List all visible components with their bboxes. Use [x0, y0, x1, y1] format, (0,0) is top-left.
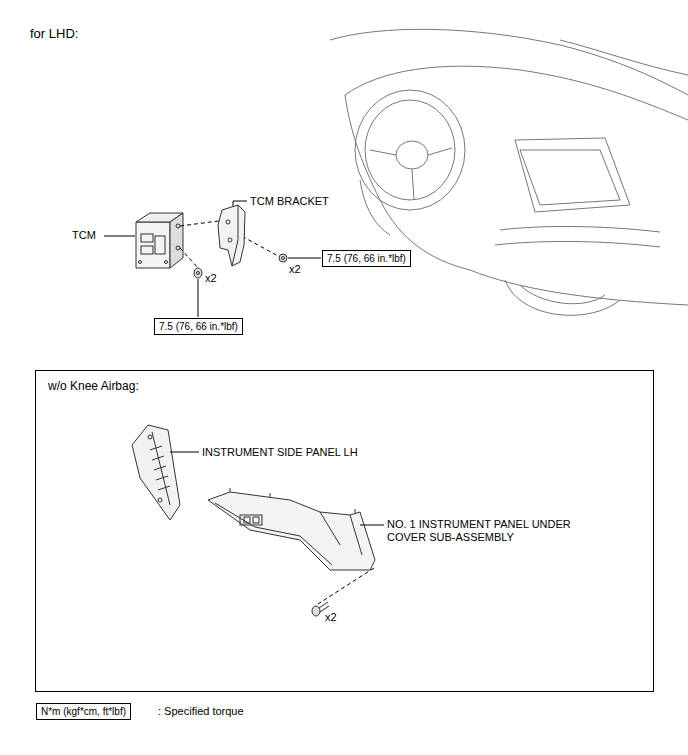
under-cover-illustration: [208, 488, 375, 570]
leader-line: [198, 279, 199, 317]
tcm-illustration: [136, 213, 183, 268]
node-text: w/o Knee Airbag:: [48, 379, 641, 393]
part-name: INSTRUMENT SIDE PANEL LH: [202, 446, 358, 459]
torque-box: 7.5 (76, 66 in.*lbf): [154, 318, 243, 335]
assembly-line: [318, 568, 374, 604]
node-text: N*m (kgf*cm, ft*lbf): [41, 705, 126, 718]
dashboard-illustration: [330, 29, 688, 315]
variant-panel: w/o Knee Airbag:: [35, 370, 654, 692]
part-name: NO. 1 INSTRUMENT PANEL UNDER COVER SUB-A…: [387, 518, 609, 544]
section-title: for LHD:: [30, 26, 78, 41]
leader-line: [233, 201, 247, 206]
torque-box: 7.5 (76, 66 in.*lbf): [322, 250, 411, 267]
leader-line: [360, 525, 384, 526]
part-name: TCM BRACKET: [250, 195, 329, 208]
legend-box: N*m (kgf*cm, ft*lbf): [36, 703, 131, 720]
node-text: 7.5 (76, 66 in.*lbf): [159, 320, 238, 333]
legend-text: : Specified torque: [158, 705, 244, 718]
leader-line: [104, 236, 135, 237]
assembly-line: [180, 248, 198, 268]
leader-line: [170, 452, 199, 453]
node-text: 7.5 (76, 66 in.*lbf): [327, 252, 406, 265]
part-name: TCM: [72, 229, 96, 242]
quantity: x2: [325, 611, 337, 624]
bracket-illustration: [218, 205, 245, 266]
quantity: x2: [205, 272, 217, 285]
leader-line: [288, 258, 321, 259]
side-panel-illustration: [132, 425, 180, 520]
quantity: x2: [289, 263, 301, 276]
